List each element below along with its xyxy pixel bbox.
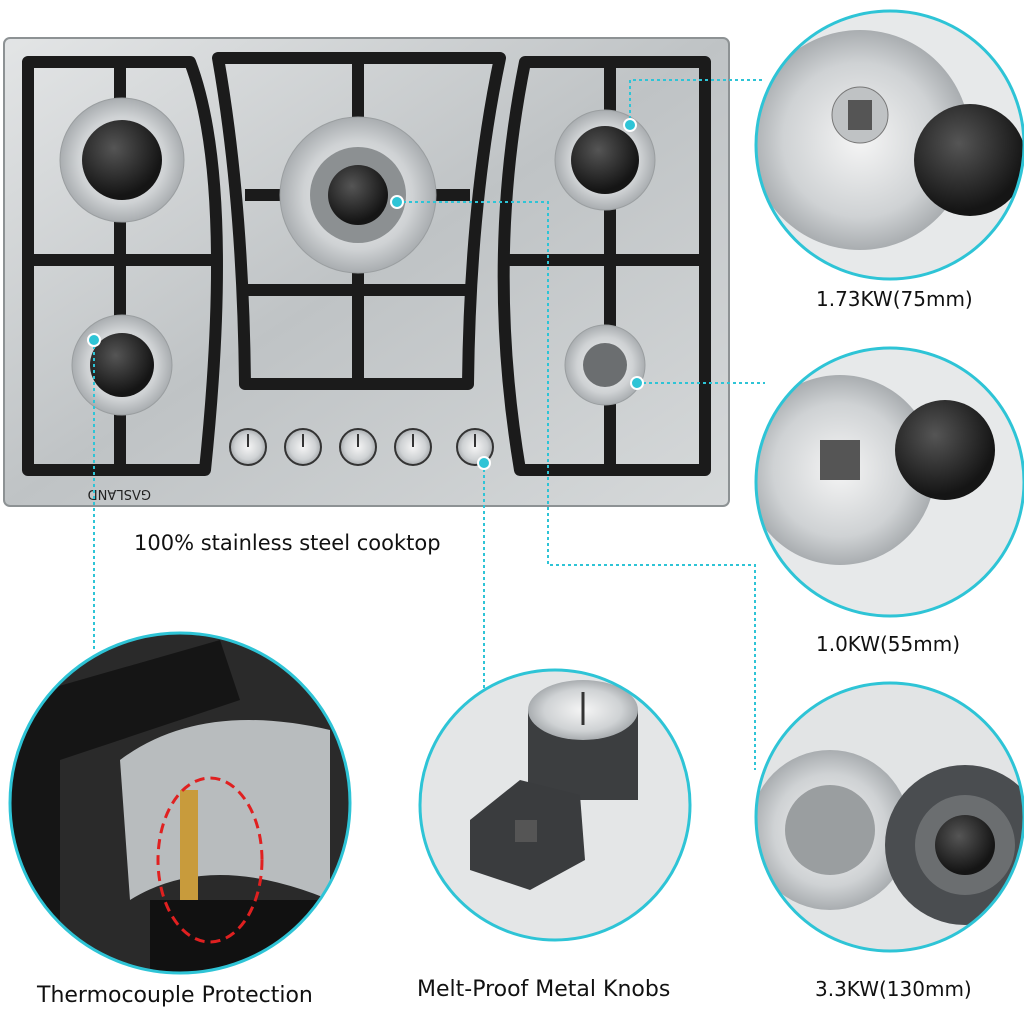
cooktop: GΛSLAND	[3, 37, 730, 507]
detail-knob-photo	[418, 668, 692, 942]
control-knobs	[229, 428, 494, 466]
detail-burner-triple-photo	[754, 681, 1024, 953]
detail-thermocouple-photo	[8, 631, 352, 975]
thermocouple-highlight	[156, 776, 264, 944]
caption-burner-triple: 3.3KW(130mm)	[815, 977, 972, 1001]
caption-thermocouple: Thermocouple Protection	[37, 983, 313, 1008]
callout-dots	[87, 118, 644, 470]
caption-cooktop: 100% stainless steel cooktop	[134, 531, 441, 555]
burner-bottom-left	[71, 314, 173, 416]
burner-top-left	[59, 97, 185, 223]
burner-top-right	[554, 109, 656, 211]
detail-burner-small-photo	[754, 9, 1024, 281]
burner-bottom-right	[564, 324, 646, 406]
burner-center-triple	[279, 116, 437, 274]
caption-knobs: Melt-Proof Metal Knobs	[417, 977, 671, 1002]
caption-burner-small: 1.73KW(75mm)	[816, 287, 973, 311]
brand-logo: GΛSLAND	[88, 486, 151, 501]
caption-burner-aux: 1.0KW(55mm)	[816, 632, 961, 656]
detail-burner-aux-photo	[754, 346, 1024, 618]
callout-lines	[93, 79, 765, 770]
